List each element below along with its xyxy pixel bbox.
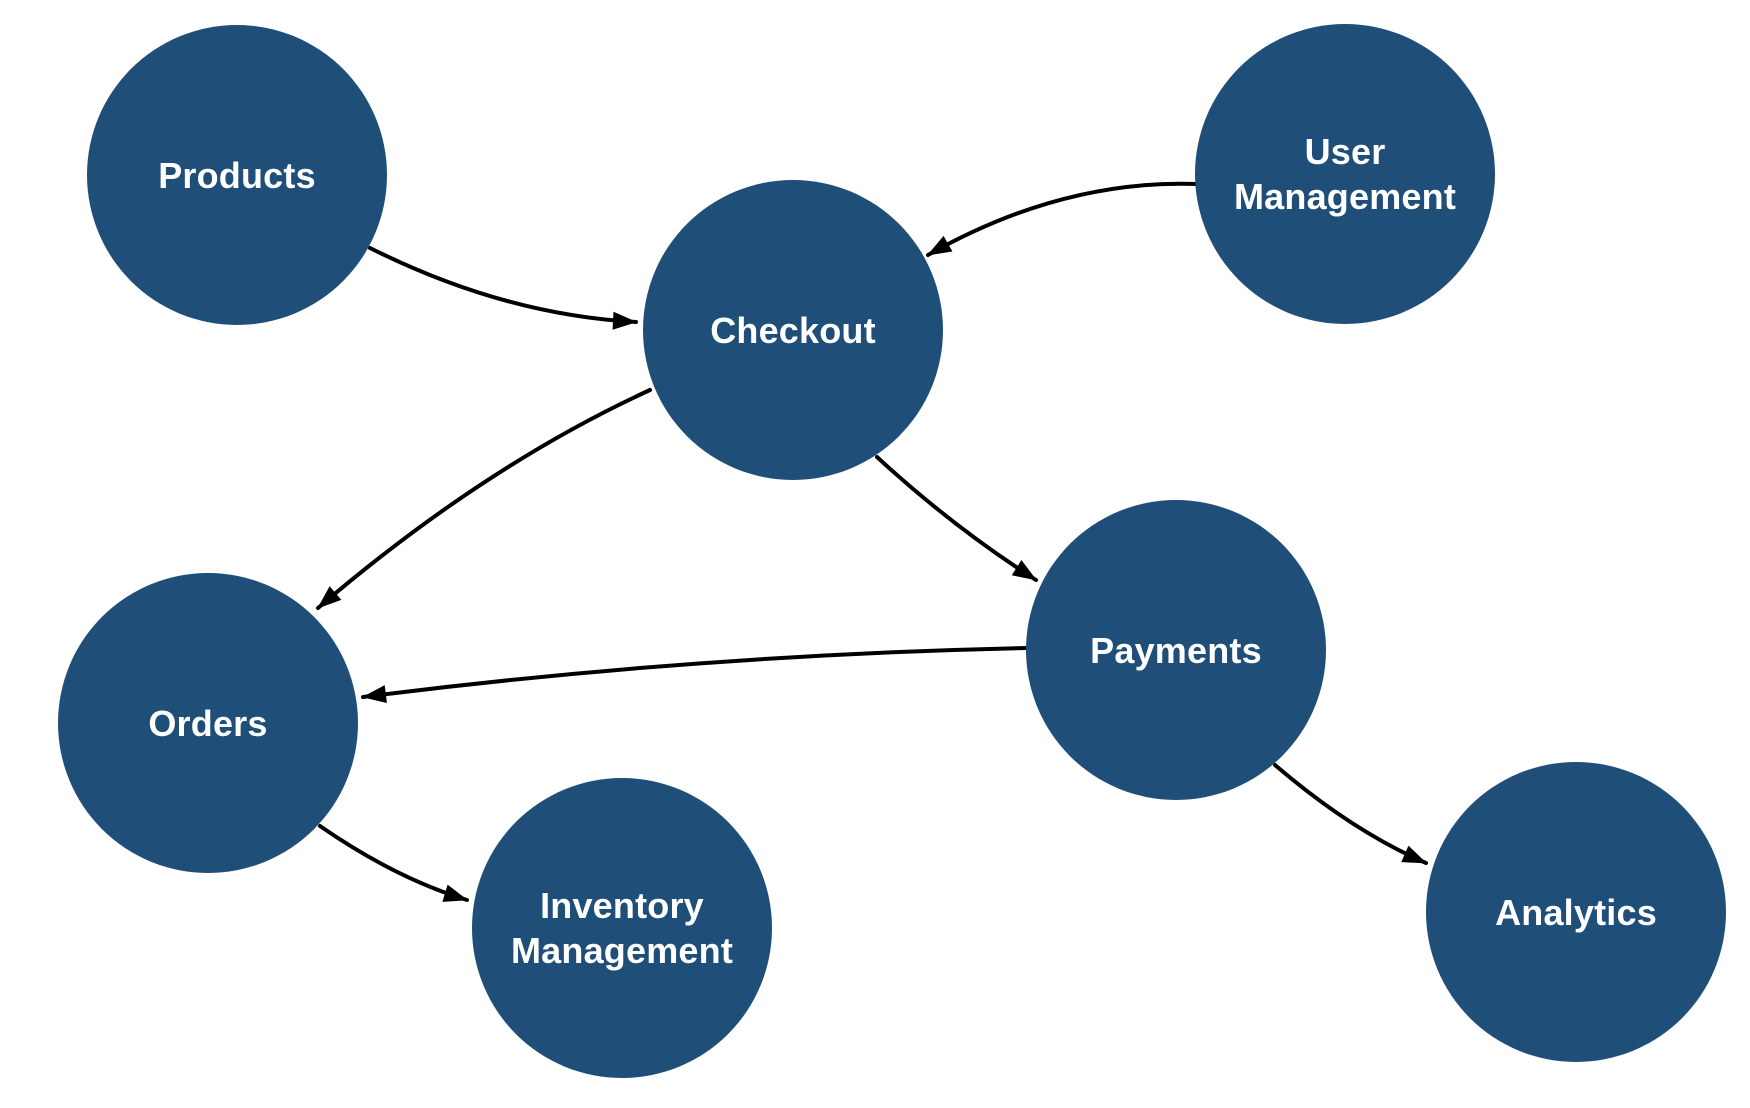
node-products-label-line: Products — [158, 154, 316, 196]
node-products-label: Products — [158, 153, 316, 198]
node-analytics-label-line: Analytics — [1495, 891, 1657, 933]
node-user-management-label: User Management — [1234, 129, 1456, 219]
node-analytics-label: Analytics — [1495, 890, 1657, 935]
node-inventory-management-label: Inventory Management — [511, 883, 733, 973]
node-orders-label: Orders — [148, 701, 267, 746]
edge-payments-to-orders — [361, 646, 1029, 704]
node-inventory-management-label-line-2: Management — [510, 930, 734, 971]
node-inventory-management-label-line-1: Inventory — [540, 885, 704, 926]
node-payments-label-line: Payments — [1090, 629, 1262, 671]
node-products: Products — [87, 25, 387, 325]
node-orders: Orders — [58, 573, 358, 873]
node-payments-label: Payments — [1090, 628, 1262, 673]
edge-payments-to-analytics — [1273, 763, 1428, 865]
node-user-management-label-line-1: User — [1304, 131, 1386, 172]
edge-checkout-to-orders — [316, 388, 652, 610]
node-payments: Payments — [1026, 500, 1326, 800]
edge-user-management-to-checkout — [926, 181, 1200, 257]
edge-orders-to-inventory-management — [318, 824, 469, 902]
edge-checkout-to-payments — [875, 455, 1038, 582]
node-analytics: Analytics — [1426, 762, 1726, 1062]
node-user-management-label-line-2: Management — [1233, 176, 1457, 217]
node-orders-label-line: Orders — [148, 702, 268, 744]
edge-products-to-checkout — [368, 246, 638, 330]
node-checkout-label: Checkout — [710, 308, 876, 353]
node-inventory-management: Inventory Management — [472, 778, 772, 1078]
node-user-management: User Management — [1195, 24, 1495, 324]
node-checkout: Checkout — [643, 180, 943, 480]
node-checkout-label-line: Checkout — [710, 309, 876, 351]
